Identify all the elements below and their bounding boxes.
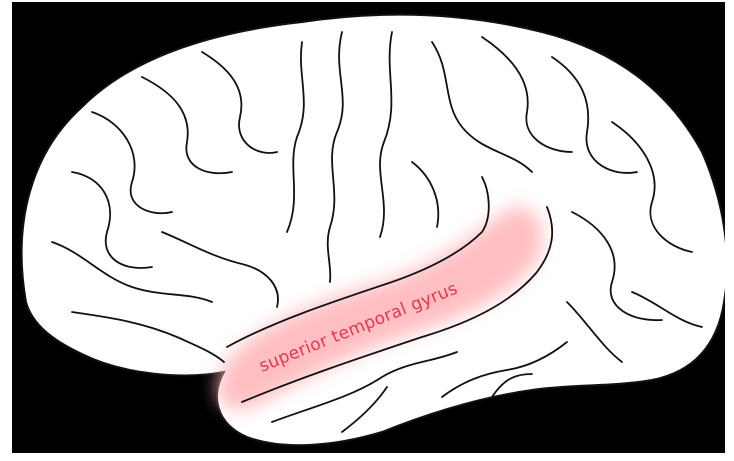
- brain-outline: [22, 15, 725, 446]
- brain-diagram: superior temporal gyrus: [12, 2, 725, 453]
- diagram-canvas: superior temporal gyrus: [12, 2, 725, 453]
